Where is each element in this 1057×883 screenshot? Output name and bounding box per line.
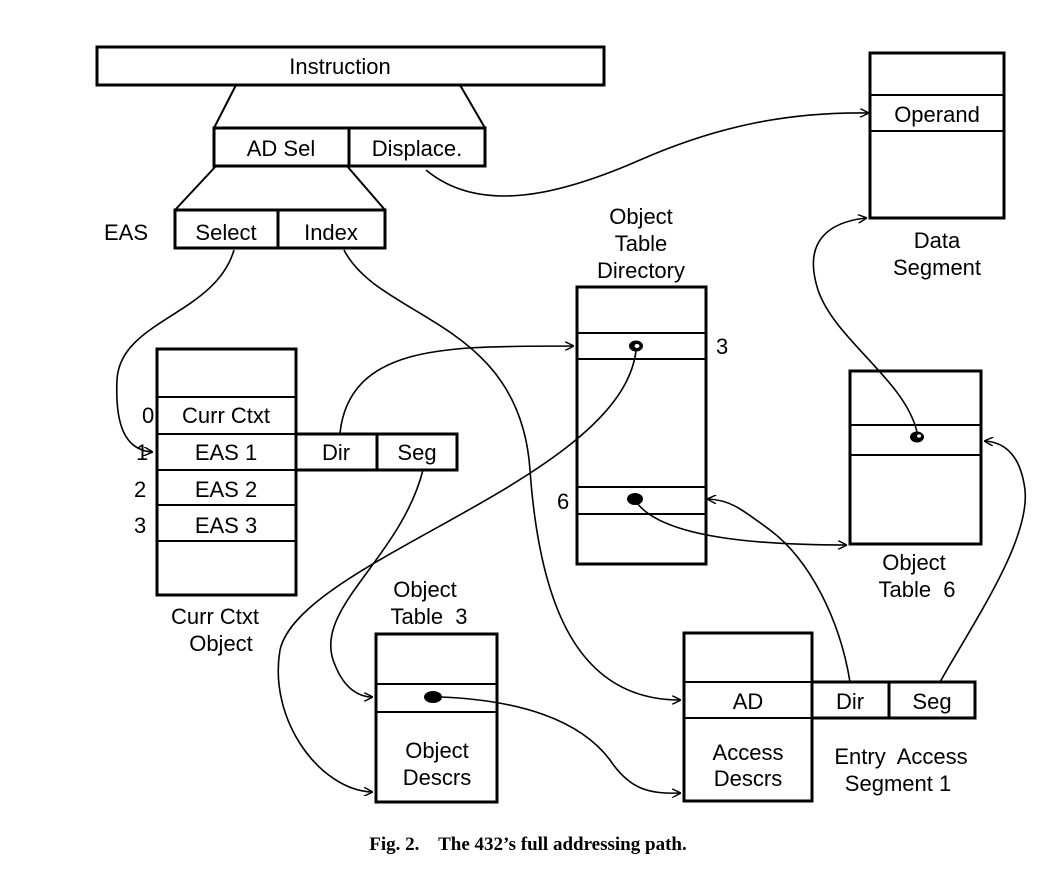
eas-seg-dir-label: Dir xyxy=(836,689,864,714)
curr-ctxt-title-1: Curr Ctxt xyxy=(171,604,259,629)
arrow-dir-to-otd3 xyxy=(339,346,573,434)
ctxt-row-1-label: EAS 1 xyxy=(195,440,257,465)
ad-sel-label: AD Sel xyxy=(247,136,315,161)
displace-field: Displace. xyxy=(347,126,487,168)
eas-seg-title-2: Segment 1 xyxy=(845,771,951,796)
eas-seg-title-1: Entry Access xyxy=(834,744,967,769)
otd-title-1: Object xyxy=(609,204,673,229)
arrow-seg-to-ot3 xyxy=(329,469,424,697)
ctxt-row-2-index: 2 xyxy=(134,477,146,502)
curr-ctxt-title-2: Object xyxy=(189,631,253,656)
arrow-otd6-to-ot6 xyxy=(634,499,846,545)
object-table-3 xyxy=(374,632,499,804)
operand-label: Operand xyxy=(894,102,980,127)
otd-entry-6-dot xyxy=(627,493,643,505)
displace-label: Displace. xyxy=(372,136,462,161)
curr-ctxt-object xyxy=(155,347,298,597)
arrow-ot3-to-accessdescrs xyxy=(439,696,680,793)
instruction-funnel-left xyxy=(213,84,237,129)
eas1-dir-label: Dir xyxy=(322,440,350,465)
eas-seg-ad-label: AD xyxy=(733,689,764,714)
adsel-funnel-right xyxy=(346,165,386,211)
adsel-funnel-left xyxy=(174,165,217,211)
select-label: Select xyxy=(195,220,256,245)
ot6-title-1: Object xyxy=(882,550,946,575)
eas1-seg-label: Seg xyxy=(397,440,436,465)
object-table-6 xyxy=(848,369,983,546)
ot6-entry-dot xyxy=(910,431,924,443)
arrow-dir-to-otd6 xyxy=(708,499,851,683)
otd-entry-3-label: 3 xyxy=(716,334,728,359)
ot3-body-2: Descrs xyxy=(403,765,471,790)
ctxt-row-1-index: 1 xyxy=(136,440,148,465)
ot6-title-2: Table 6 xyxy=(878,577,955,602)
otd-title-3: Directory xyxy=(597,258,685,283)
arrow-select-to-eas1 xyxy=(115,249,235,452)
data-segment-title-1: Data xyxy=(914,228,961,253)
eas1-dir-field: Dir xyxy=(294,432,379,472)
arrow-ot6-to-datasegment xyxy=(812,218,918,433)
figure-caption: Fig. 2. The 432’s full addressing path. xyxy=(369,834,686,855)
entry-access-segment xyxy=(682,631,814,803)
otd-title-2: Table xyxy=(615,231,668,256)
access-descrs-2: Descrs xyxy=(714,766,782,791)
ot3-title-2: Table 3 xyxy=(390,604,467,629)
select-field: Select xyxy=(173,208,280,250)
access-descrs-1: Access xyxy=(713,740,784,765)
ctxt-row-3-label: EAS 3 xyxy=(195,513,257,538)
ot3-entry-dot xyxy=(424,691,442,703)
ctxt-row-0-index: 0 xyxy=(142,403,154,428)
ctxt-row-0-label: Curr Ctxt xyxy=(182,403,270,428)
otd-entry-6-label: 6 xyxy=(557,489,569,514)
ad-sel-field: AD Sel xyxy=(212,126,351,168)
eas-seg-seg-label: Seg xyxy=(912,689,951,714)
index-label: Index xyxy=(304,220,358,245)
object-table-directory xyxy=(575,285,708,566)
ctxt-row-2-label: EAS 2 xyxy=(195,477,257,502)
instruction-box: Instruction xyxy=(95,45,606,87)
instruction-label: Instruction xyxy=(289,54,391,79)
eas1-seg-field: Seg xyxy=(375,432,459,472)
instruction-funnel-right xyxy=(459,84,486,129)
data-segment-title-2: Segment xyxy=(893,255,981,280)
arrow-displace-to-operand xyxy=(425,113,868,197)
arrow-seg-to-ot6 xyxy=(939,441,1027,683)
data-segment: Operand xyxy=(868,51,1006,220)
arrow-index-to-ad xyxy=(343,249,680,700)
arrow-otd3-to-objdescrs xyxy=(277,350,637,792)
ctxt-row-3-index: 3 xyxy=(134,513,146,538)
ot3-title-1: Object xyxy=(393,577,457,602)
eas-label: EAS xyxy=(104,220,148,245)
eas-seg-seg-field: Seg xyxy=(887,680,977,720)
ot3-body-1: Object xyxy=(405,738,469,763)
index-field: Index xyxy=(276,208,387,250)
eas-seg-dir-field: Dir xyxy=(810,680,891,720)
